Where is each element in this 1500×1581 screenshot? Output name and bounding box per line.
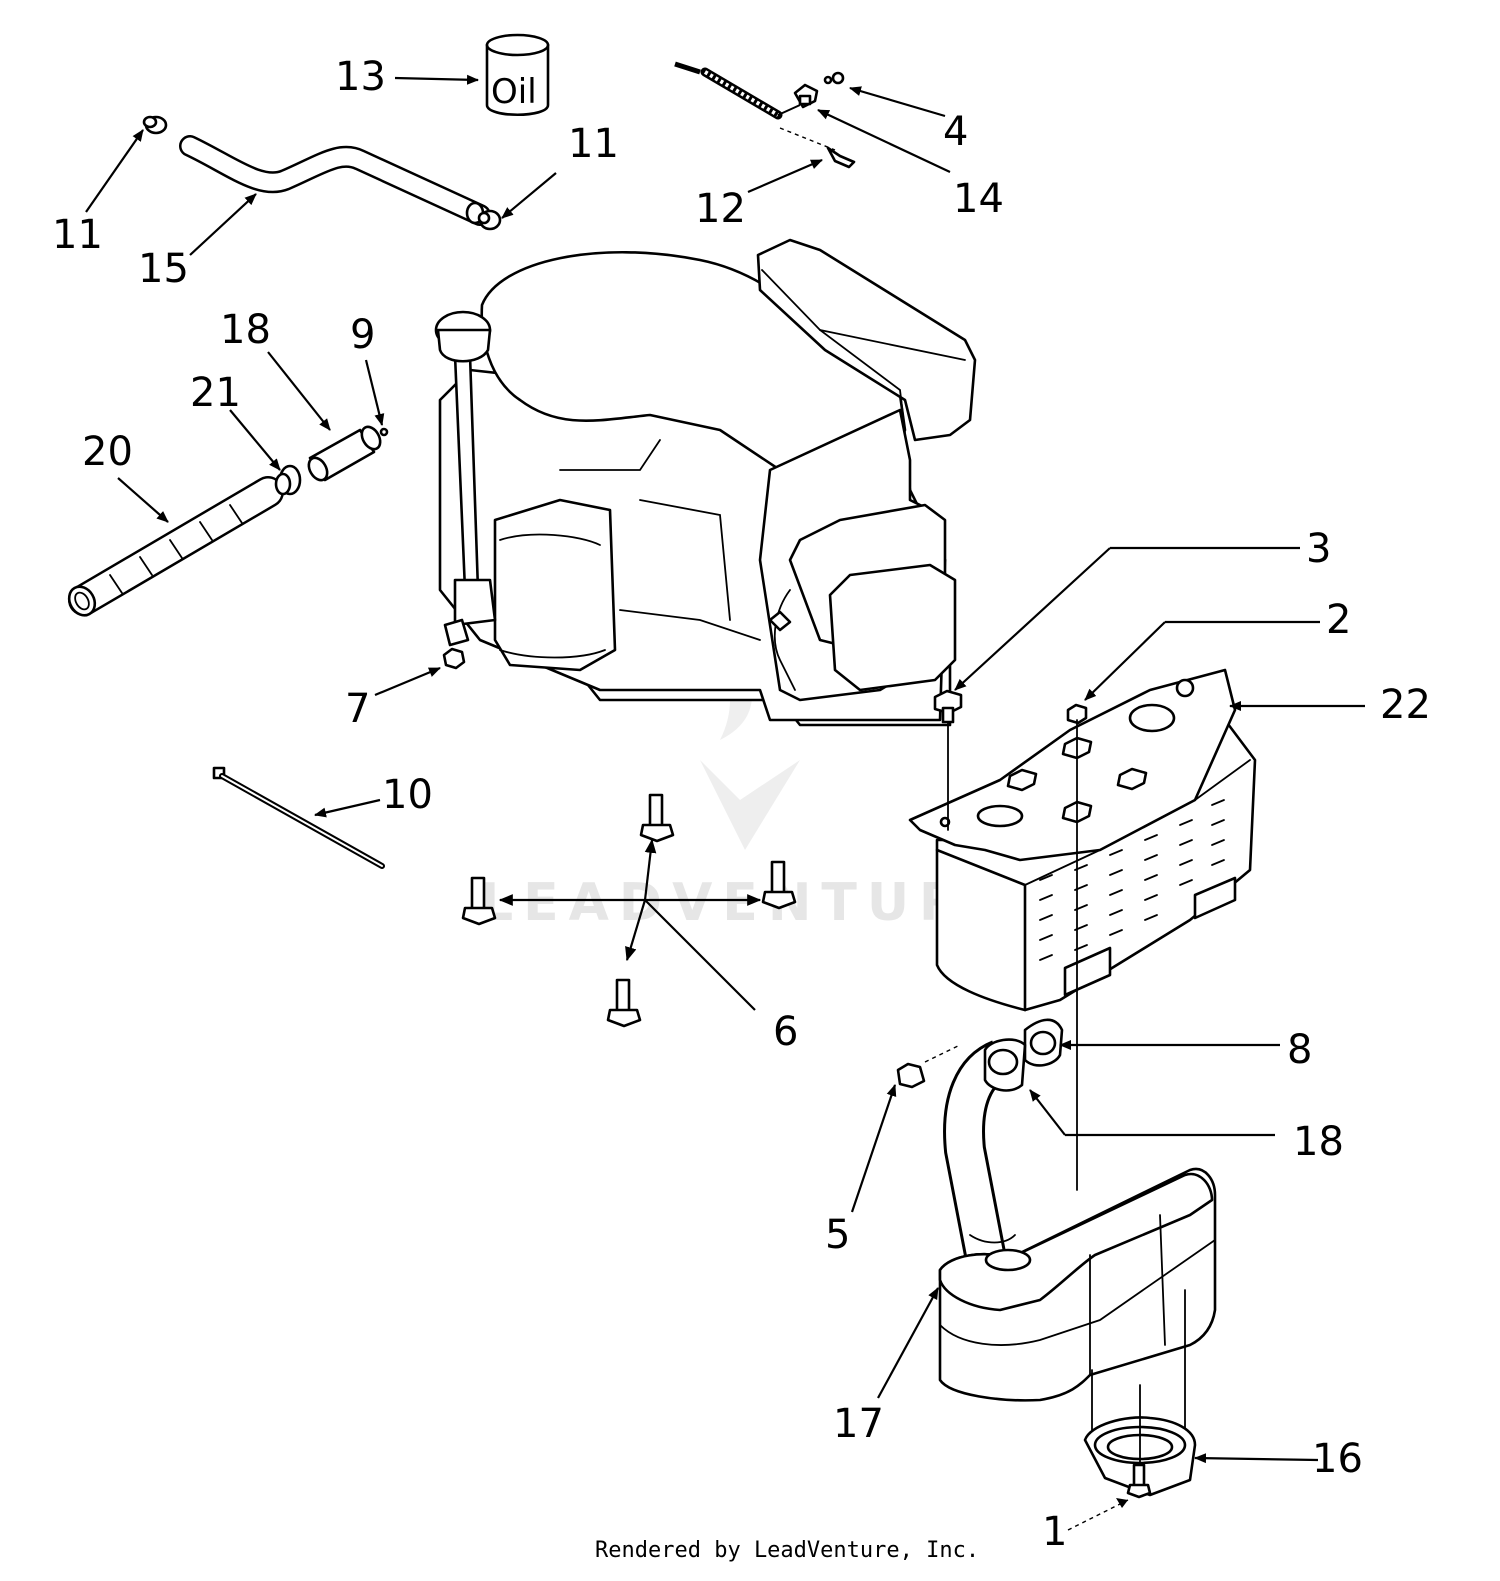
oil-can-text: Oil [491,72,537,112]
fuel-clamp [274,464,302,496]
leader-lines [85,74,1365,1531]
mount-bolt-right [761,860,797,910]
callout-5: 5 [825,1212,850,1258]
breather-tube [179,135,491,226]
shield-bolt-right [1066,703,1088,725]
clamp-screw [823,71,845,85]
hose-clamp-upper-left [142,115,168,135]
callout-1: 1 [1042,1509,1067,1555]
oil-can: Oil [485,33,550,117]
throttle-cable [674,61,801,120]
shield-bolt-left [933,689,963,724]
render-credit: Rendered by LeadVenture, Inc. [595,1538,979,1563]
exhaust-bolt [896,1062,926,1089]
mount-bolt-top [639,793,675,843]
callout-21: 21 [190,370,241,416]
callout-10: 10 [382,772,433,818]
callout-6: 6 [773,1009,798,1055]
oil-drain-plug [442,647,466,670]
cable-clamp [793,83,819,109]
fuel-filter [307,425,382,482]
callout-12: 12 [695,186,746,232]
callout-17: 17 [833,1401,884,1447]
callout-15: 15 [138,246,189,292]
hose-clamp-upper-right [477,209,502,231]
exhaust-pipe [943,1038,1027,1284]
callout-3: 3 [1306,526,1331,572]
heat-shield [908,668,1257,1012]
callout-labels: 13 4 14 12 11 11 15 18 9 21 20 7 10 3 2 … [52,54,1431,1555]
callout-9: 9 [350,312,375,358]
callout-16: 16 [1312,1436,1363,1482]
callout-11-left: 11 [52,212,103,258]
callout-18-exhaust: 18 [1293,1119,1344,1165]
callout-18-fuel: 18 [220,307,271,353]
mount-bolt-bottom [606,978,642,1028]
callout-11-right: 11 [568,121,619,167]
watermark-text: LEADVENTURE [480,873,1015,933]
deflector-screw [1126,1463,1152,1499]
callout-4: 4 [943,109,968,155]
callout-14: 14 [953,176,1004,222]
fuel-filter-fitting [379,427,389,437]
callout-8: 8 [1287,1027,1312,1073]
callout-20: 20 [82,429,133,475]
callout-13: 13 [335,54,386,100]
engine-block [434,238,977,727]
mounting-bolts [461,793,797,1028]
callout-2: 2 [1326,597,1351,643]
exhaust-gasket [1023,1018,1064,1067]
fuel-hose [67,476,284,617]
callout-22: 22 [1380,682,1431,728]
mount-bolt-left [461,876,497,926]
callout-7: 7 [345,686,370,732]
cable-spring [826,146,856,169]
muffler [938,1167,1217,1402]
watermark: LEADVENTURE [480,660,1015,933]
cable-tie [212,766,385,869]
